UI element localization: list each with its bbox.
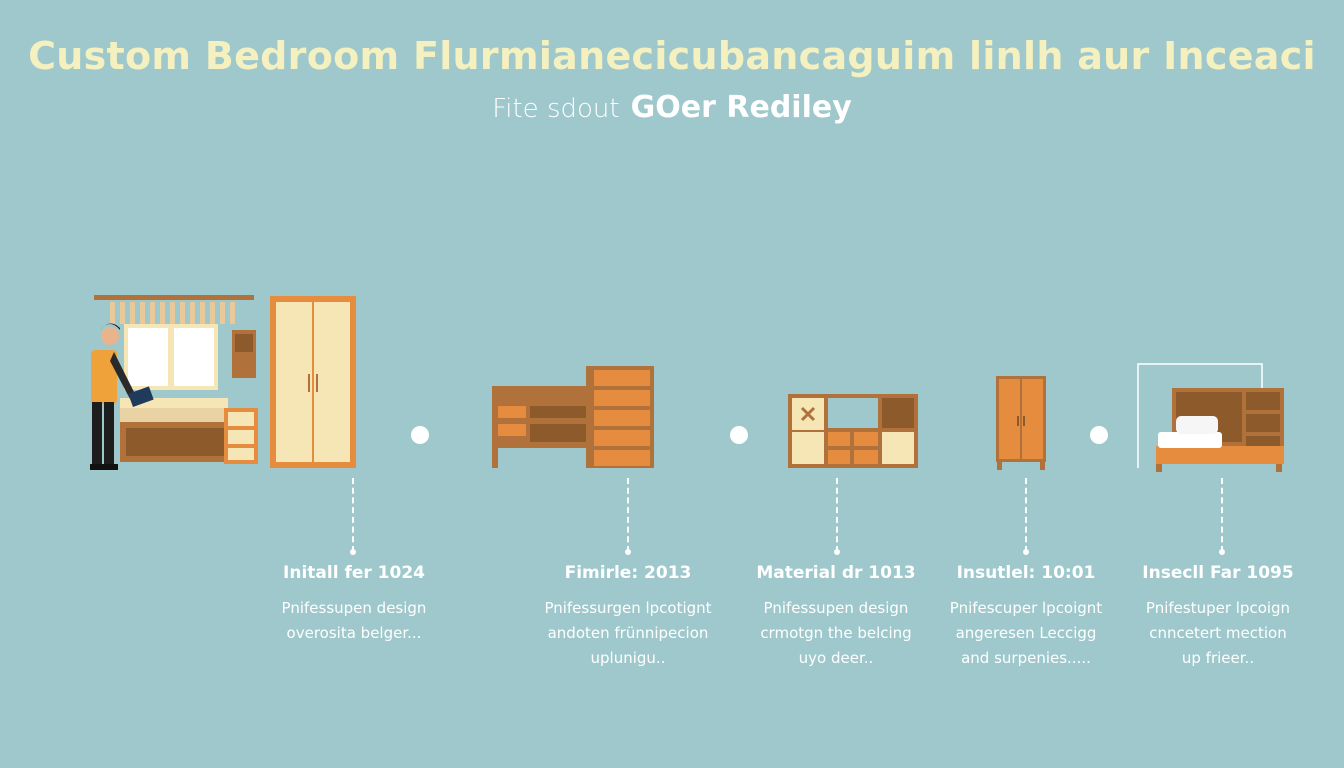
step-2-title: Fimirle: 2013 — [564, 563, 692, 583]
step-5-description: Pnifestuper lpcoign cnncetert mection up… — [1108, 596, 1328, 671]
step-3-desc-line: uyo deer.. — [798, 649, 874, 667]
step-1-title: Initall fer 1024 — [283, 563, 425, 583]
step-connector-3 — [834, 478, 840, 555]
step-connector-2 — [625, 478, 631, 555]
bed-shelf-illustration — [1137, 363, 1284, 472]
step-3-title: Material dr 1013 — [756, 563, 916, 583]
page-subtitle: Fite sdout GOer Rediley — [0, 90, 1344, 125]
worker-bedroom-illustration — [90, 295, 356, 470]
step-2-desc-line: andoten frünnipecion — [547, 624, 709, 642]
step-1-description: Pnifessupen design overosita belger... — [244, 596, 464, 646]
step-5-title: Insecll Far 1095 — [1142, 563, 1294, 583]
cabinet-shelf-illustration — [788, 394, 918, 468]
step-5-desc-line: up frieer.. — [1181, 649, 1255, 667]
step-1-desc-line: Pnifessupen design — [281, 599, 427, 617]
page-title: Custom Bedroom Flurmianecicubancaguim li… — [28, 34, 1316, 78]
step-2-description: Pnifessurgen lpcotignt andoten frünnipec… — [518, 596, 738, 671]
step-connector-5 — [1219, 478, 1225, 555]
step-3-desc-line: crmotgn the belcing — [760, 624, 912, 642]
step-4-desc-line: Pnifescuper lpcoignt — [949, 599, 1103, 617]
step-5-desc-line: Pnifestuper lpcoign — [1145, 599, 1291, 617]
timeline-dot-1 — [411, 426, 429, 444]
step-4-title: Insutlel: 10:01 — [956, 563, 1096, 583]
step-2-desc-line: Pnifessurgen lpcotignt — [544, 599, 712, 617]
step-connector-1 — [350, 478, 356, 555]
step-2-desc-line: uplunigu.. — [590, 649, 666, 667]
subtitle-light: Fite sdout — [492, 94, 620, 124]
timeline-dot-2 — [730, 426, 748, 444]
subtitle-bold: GOer Rediley — [630, 90, 852, 125]
step-4-desc-line: angeresen Leccigg — [955, 624, 1097, 642]
step-connector-4 — [1023, 478, 1029, 555]
step-1-desc-line: overosita belger... — [286, 624, 422, 642]
desk-dresser-illustration — [492, 366, 654, 468]
step-3-description: Pnifessupen design crmotgn the belcing u… — [726, 596, 946, 671]
step-5-desc-line: cnncetert mection — [1149, 624, 1287, 642]
wardrobe-illustration — [996, 376, 1046, 470]
step-4-description: Pnifescuper lpcoignt angeresen Leccigg a… — [916, 596, 1136, 671]
timeline-dot-3 — [1090, 426, 1108, 444]
step-3-desc-line: Pnifessupen design — [763, 599, 909, 617]
step-4-desc-line: and surpenies..... — [961, 649, 1091, 667]
